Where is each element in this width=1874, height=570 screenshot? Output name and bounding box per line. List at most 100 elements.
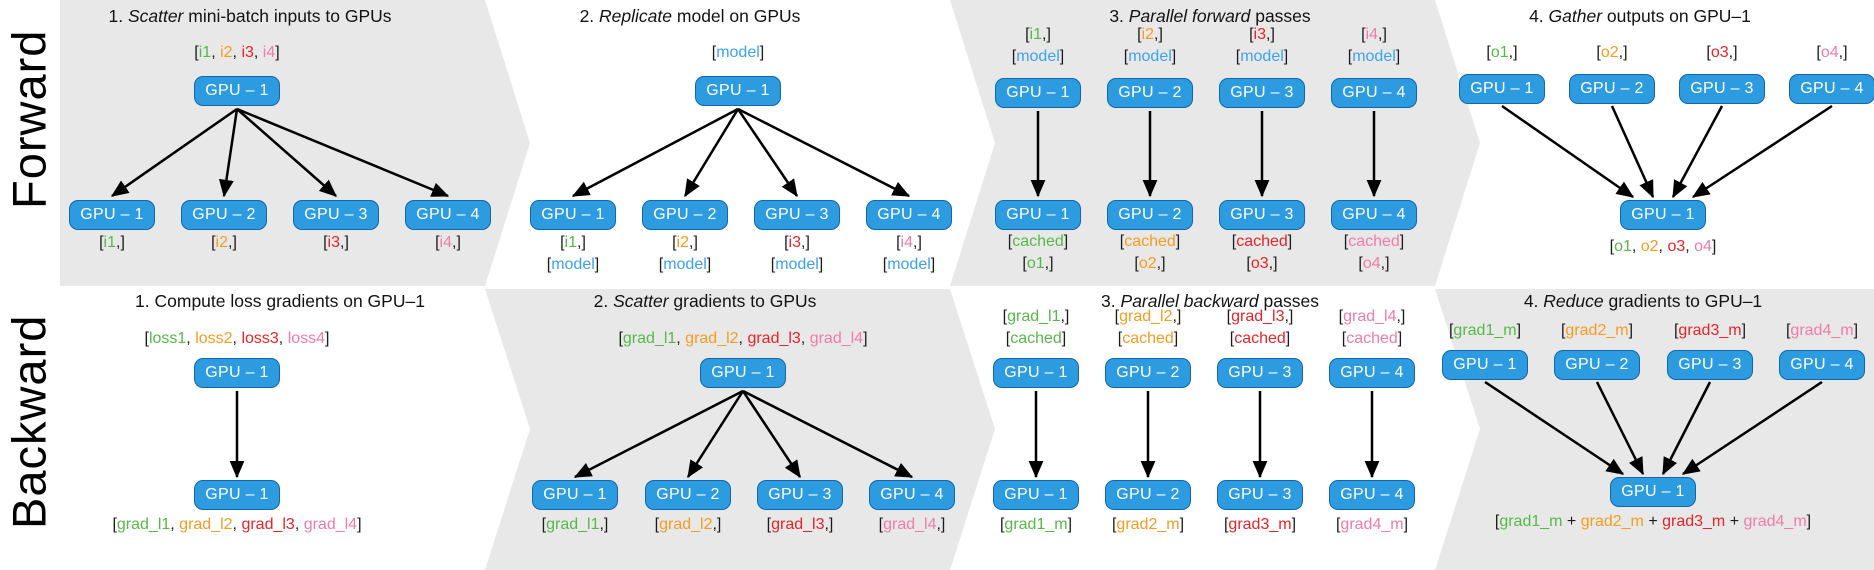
panel-title-text: 3. [1109,6,1129,26]
label-token: ,] [1380,255,1390,272]
label-token: grad2_m [1580,513,1644,530]
data-label: [o1, o2, o3, o4] [1453,238,1873,256]
gpu-node: GPU – 2 [1554,350,1640,380]
label-token: [ [1335,516,1341,533]
label-token: ] [1173,330,1179,347]
label-token: i4 [262,44,276,61]
label-token: ] [325,330,330,347]
arrow-line [1681,380,1823,476]
label-token: [ [112,516,117,533]
label-token: o2 [1600,44,1619,61]
label-token: + [1562,513,1581,530]
label-token: , [278,330,288,347]
data-label: [i3,] [587,234,1007,252]
panel-title-text: gradients to GPU–1 [1603,291,1763,311]
label-token: cached [1010,330,1062,347]
label-token: grad2_m [1116,516,1180,533]
label-token: i3 [241,44,254,61]
label-token: [ [999,516,1005,533]
label-token: grad_l3 [1231,308,1285,325]
data-label: [model] [363,256,783,274]
label-token: , [800,330,810,347]
arrow-line [1501,104,1635,199]
gpu-node: GPU – 1 [532,480,618,510]
label-token: ] [357,516,362,533]
arrow-line [737,107,911,198]
gpu-node: GPU – 4 [405,200,491,230]
data-label: [grad_l3,] [1050,308,1470,326]
label-token: , [294,516,304,533]
label-token: , [1658,238,1668,255]
gpu-node: GPU – 1 [69,200,155,230]
arrow-line [573,389,744,479]
label-token: cached [1348,233,1400,250]
data-label: [grad4_m] [1612,322,1874,340]
label-token: ,] [1838,44,1848,61]
panel-title-text: 4. [1529,6,1549,26]
label-token: ,] [801,234,810,251]
gpu-node: GPU – 2 [181,200,267,230]
label-token: , [253,44,263,61]
gpu-node: GPU – 3 [1219,200,1305,230]
label-token: [ [1486,44,1491,61]
label-token: grad_l4 [303,516,358,533]
data-label: [grad_l1, grad_l2, grad_l3, grad_l4] [27,516,447,534]
label-token: ] [1853,322,1859,339]
data-label: [model] [699,256,1119,274]
label-token: + [1643,513,1663,530]
label-token: grad4_m [1743,513,1807,530]
data-label: [model] [528,44,948,62]
label-token: [ [1117,330,1123,347]
gpu-node: GPU – 3 [757,480,843,510]
gpu-node: GPU – 3 [1217,358,1303,388]
label-token: cached [1346,330,1398,347]
label-token: loss4 [287,330,326,347]
label-token: [ [1111,516,1117,533]
label-token: i1 [198,44,212,61]
arrow-line [1484,380,1625,476]
label-token: i2 [220,44,233,61]
label-token: , [186,330,196,347]
gpu-node: GPU – 4 [1329,480,1415,510]
gpu-node: GPU – 1 [1620,200,1706,230]
gpu-node: GPU – 3 [293,200,379,230]
panel-title-text: 2. [593,291,614,311]
label-token: ] [1061,330,1067,347]
label-token: ] [275,44,280,61]
panel-title-text: Replicate [599,6,673,26]
label-token: loss3 [241,330,279,347]
label-token: [ [1338,308,1344,325]
arrow-line [110,107,238,198]
label-token: [ [1341,330,1347,347]
label-token: i2 [676,234,689,251]
arrow-line [236,107,450,198]
data-label: [o3,] [1512,44,1874,62]
label-token: i4 [1365,26,1378,43]
label-token: ] [1711,238,1717,255]
label-token: [ [896,234,901,251]
arrow-line [683,108,740,198]
gpu-node: GPU – 1 [995,200,1081,230]
data-label: [o1,] [1292,44,1712,62]
arrow-line [1610,105,1655,199]
gpu-node: GPU – 2 [1105,480,1191,510]
data-label: [loss1, loss2, loss3, loss4] [27,330,447,348]
label-token: [ [1706,44,1711,61]
label-token: o4 [1362,255,1381,272]
data-label: [o4,] [1164,255,1584,273]
label-token: o3 [1667,238,1686,255]
gpu-node: GPU – 2 [1105,358,1191,388]
gpu-node: GPU – 4 [1331,200,1417,230]
panel-title-text: outputs on GPU–1 [1602,6,1751,26]
arrow-line [742,389,914,479]
panel-title-text: passes [1250,6,1311,26]
panel-title-text: Scatter [613,291,669,311]
label-token: grad4_m [1340,516,1404,533]
gpu-node: GPU – 1 [194,76,280,106]
label-token: ] [594,256,600,273]
arrow-line [1661,381,1712,476]
label-token: grad_l1 [622,330,677,347]
label-token: [ [144,330,149,347]
gpu-node: GPU – 1 [695,76,781,106]
